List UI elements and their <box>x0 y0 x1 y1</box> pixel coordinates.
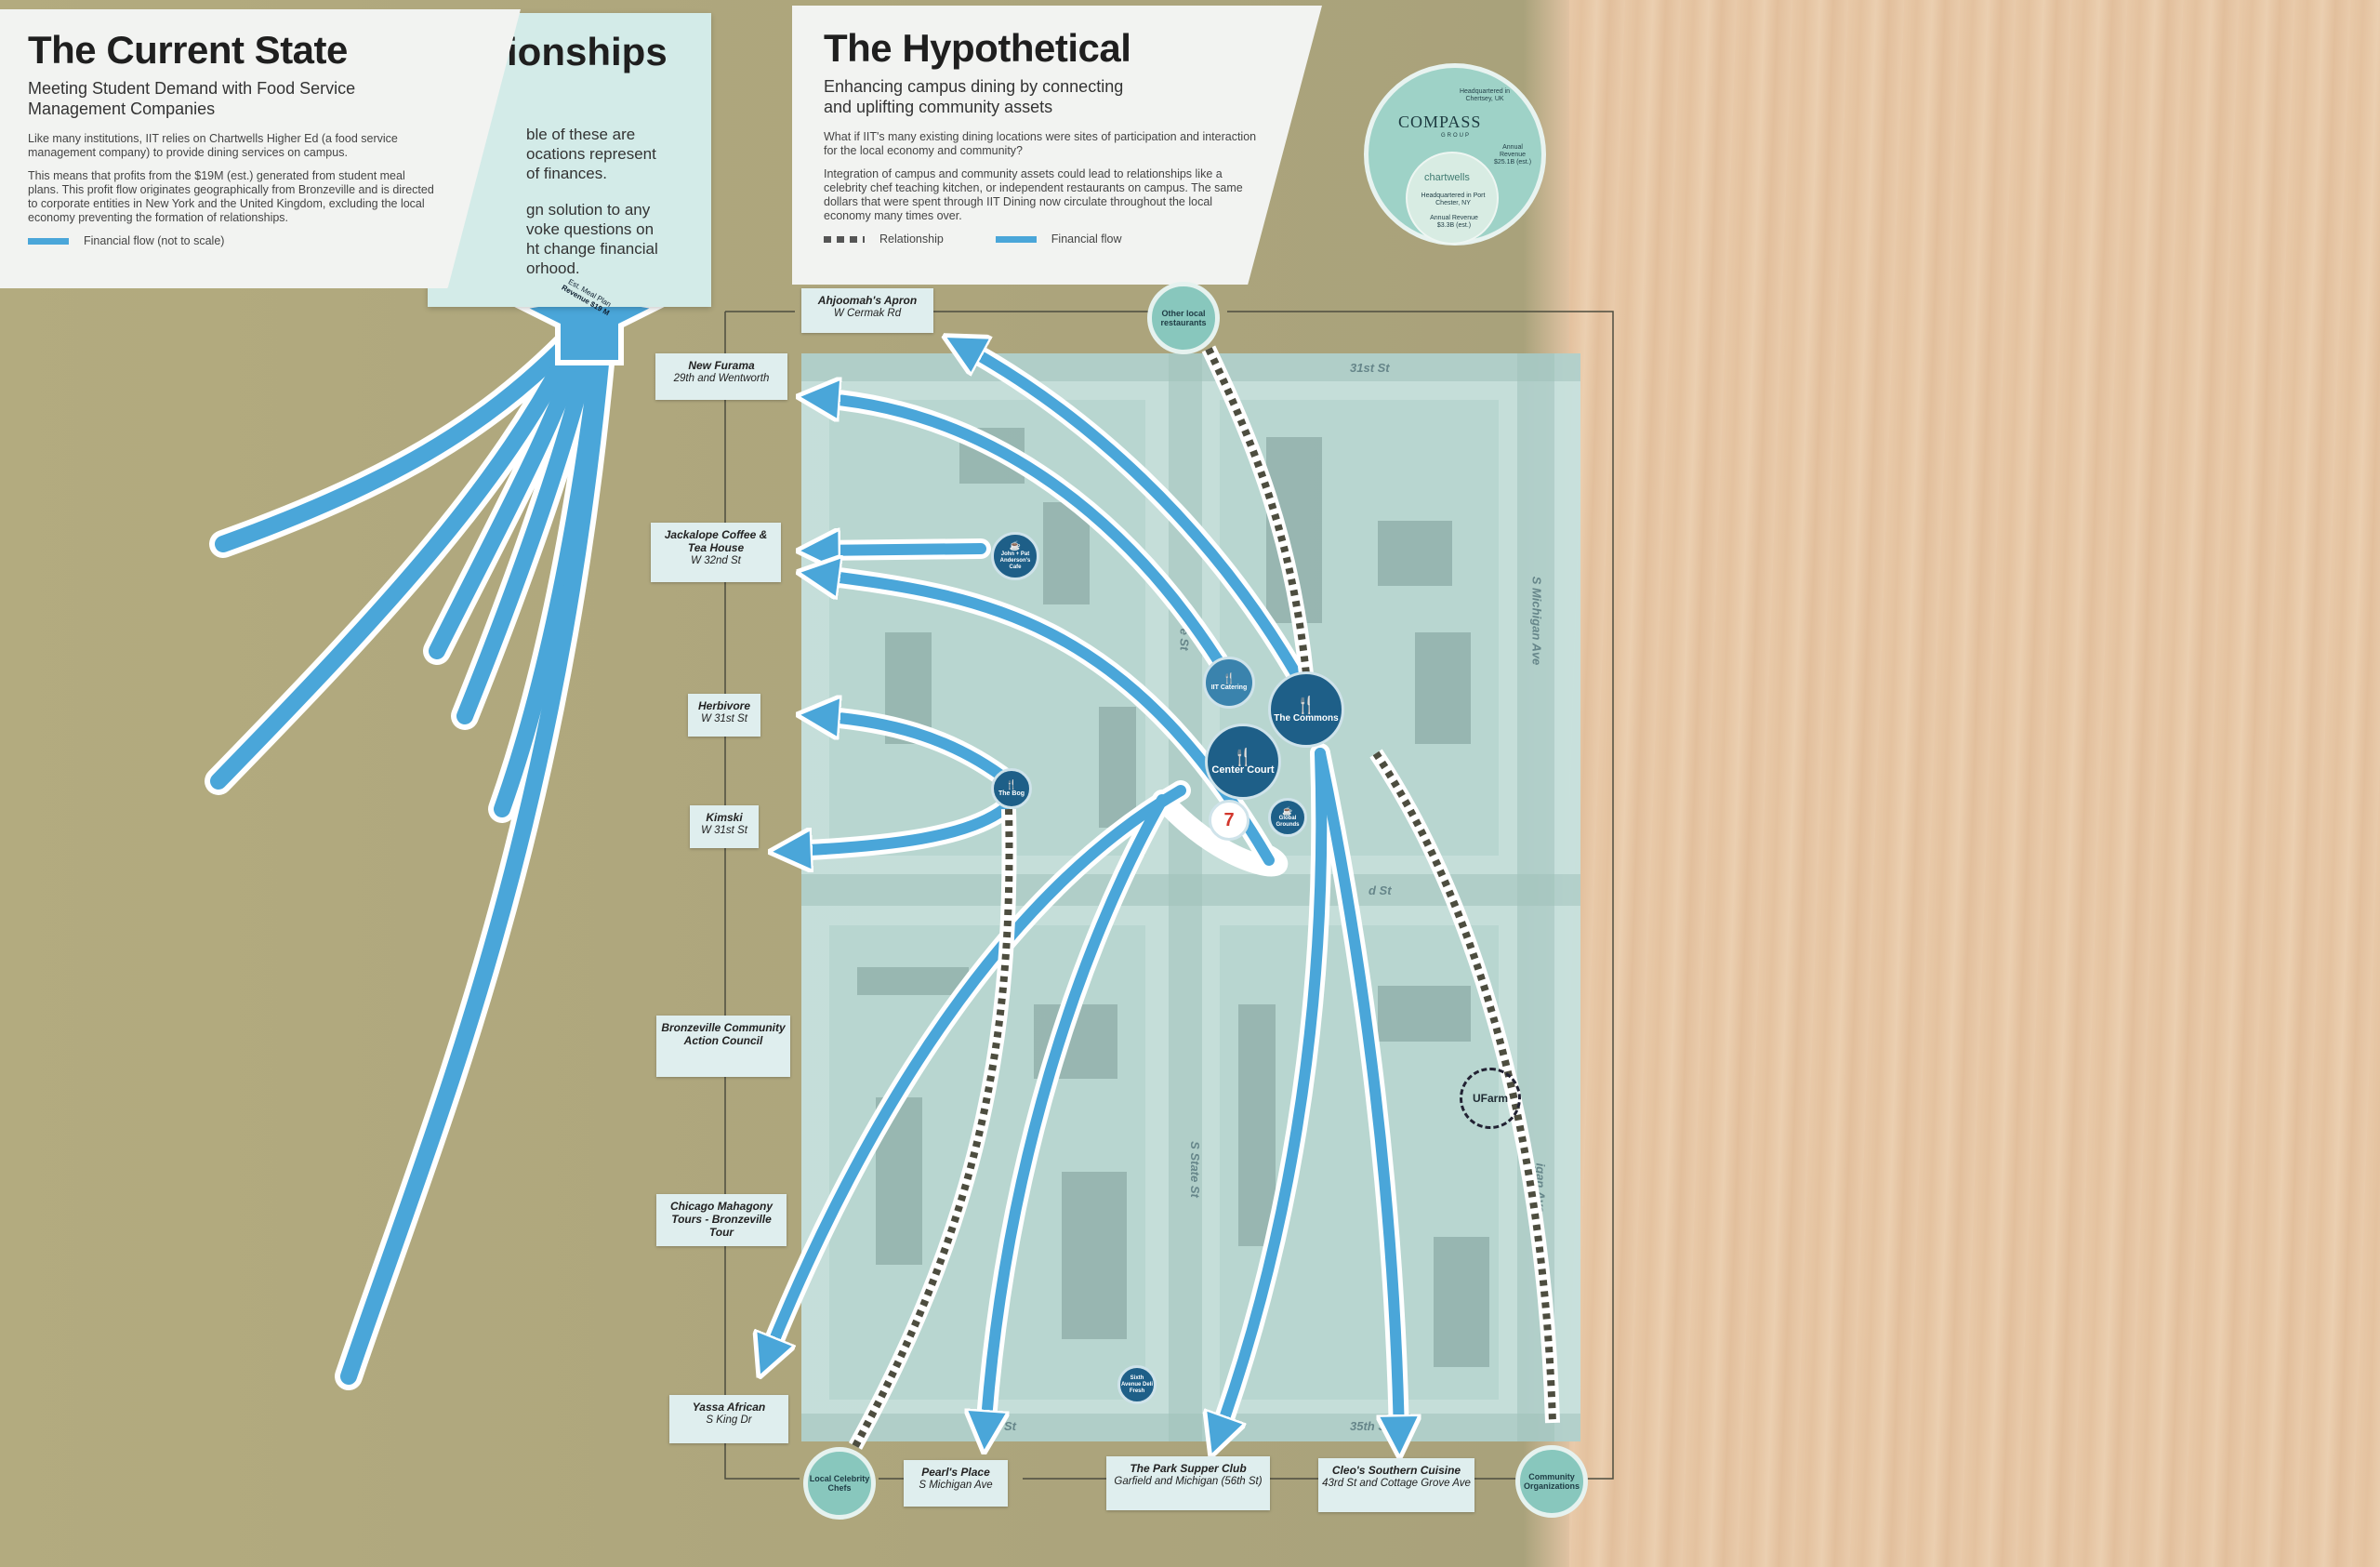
node-label: The Commons <box>1274 712 1339 724</box>
place-addr: W Cermak Rd <box>833 308 902 319</box>
legend-financial-label: Financial flow <box>1051 232 1122 246</box>
ufarm-circle: UFarm <box>1460 1068 1521 1129</box>
place-bronzeville-council: Bronzeville Community Action Council <box>656 1016 790 1077</box>
node-label: Sixth Avenue Deli Fresh <box>1120 1374 1154 1394</box>
fork-knife-icon: 🍴 <box>1295 695 1317 714</box>
fork-knife-icon: 🍴 <box>1232 747 1254 766</box>
current-state-title: The Current State <box>28 28 348 72</box>
place-addr: Garfield and Michigan (56th St) <box>1114 1476 1263 1487</box>
current-state-para2: This means that profits from the $19M (e… <box>28 169 434 224</box>
hypothetical-para1: What if IIT's many existing dining locat… <box>824 130 1257 157</box>
compass-revenue: Annual Revenue $25.1B (est.) <box>1493 144 1532 166</box>
node-label: Center Court <box>1211 764 1275 776</box>
coffee-icon: ☕ <box>1009 541 1022 551</box>
current-state-para1: Like many institutions, IIT relies on Ch… <box>28 132 398 159</box>
place-addr: W 32nd St <box>691 555 741 566</box>
place-name: Bronzeville Community Action Council <box>661 1021 786 1047</box>
relationships-line: ht change financial <box>526 240 658 258</box>
hypothetical-para2: Integration of campus and community asse… <box>824 167 1243 222</box>
relationships-text: ble of these are ocations represent of f… <box>526 125 712 278</box>
financial-flow-swatch <box>28 237 69 245</box>
place-mahagony-tours: Chicago Mahagony Tours - Bronzeville Tou… <box>656 1194 787 1246</box>
local-celebrity-chefs-circle: Local Celebrity Chefs <box>803 1447 876 1520</box>
fork-knife-icon: 🍴 <box>1005 779 1018 790</box>
street-31st: 31st St <box>1350 361 1390 375</box>
compass-group-badge: Headquartered in Chertsey, UK COMPASS GR… <box>1364 63 1546 246</box>
relationships-line: ocations represent <box>526 145 656 163</box>
place-name: Cleo's Southern Cuisine <box>1331 1464 1461 1477</box>
relationships-line: of finances. <box>526 165 607 182</box>
node-label: Global Grounds <box>1276 816 1300 828</box>
place-addr: 29th and Wentworth <box>673 373 770 384</box>
street-33rd: d St <box>1368 883 1392 897</box>
relationships-title: ionships <box>507 30 668 73</box>
the-commons-node: 🍴 The Commons <box>1268 671 1344 748</box>
node-label: IIT Catering <box>1210 684 1248 691</box>
south-avenue-node: Sixth Avenue Deli Fresh <box>1117 1365 1157 1404</box>
relationships-line: gn solution to any <box>526 201 651 219</box>
hypothetical-legend: Relationship Financial flow <box>824 232 1261 246</box>
place-name: Jackalope Coffee & Tea House <box>664 528 768 554</box>
place-name: The Park Supper Club <box>1130 1462 1247 1475</box>
wood-wall-right <box>1569 0 2380 1567</box>
node-label: John + Pat Anderson's Cafe <box>999 551 1031 570</box>
relationship-swatch <box>824 235 865 243</box>
iit-catering-node: 🍴 IIT Catering <box>1203 657 1255 709</box>
place-name: New Furama <box>688 359 755 372</box>
financial-flow-swatch <box>995 235 1037 243</box>
relationships-line: orhood. <box>526 259 580 277</box>
relationships-line: voke questions on <box>526 220 654 238</box>
compass-name: COMPASS <box>1398 113 1482 131</box>
cafe-node: ☕ John + Pat Anderson's Cafe <box>991 532 1039 580</box>
chartwells-revenue: Annual Revenue $3.3B (est.) <box>1430 215 1478 229</box>
chartwells-name: chartwells <box>1424 172 1470 183</box>
current-state-panel: The Current State Meeting Student Demand… <box>0 9 521 288</box>
place-addr: W 31st St <box>701 825 747 836</box>
place-addr: 43rd St and Cottage Grove Ave <box>1322 1478 1471 1489</box>
community-organizations-circle: Community Organizations <box>1515 1445 1588 1518</box>
place-addr: S Michigan Ave <box>919 1480 993 1491</box>
the-bog-node: 🍴 The Bog <box>991 768 1032 809</box>
place-addr: W 31st St <box>701 713 747 724</box>
legend-relationship-label: Relationship <box>879 232 944 246</box>
place-addr: S King Dr <box>706 1414 752 1426</box>
current-state-legend: Financial flow (not to scale) <box>28 234 437 247</box>
place-name: Kimski <box>706 811 743 824</box>
seven-eleven-logo-icon: 7 <box>1223 810 1235 830</box>
seven-eleven-node: 7 <box>1209 800 1250 841</box>
current-state-legend-label: Financial flow (not to scale) <box>84 234 225 247</box>
relationships-line: ble of these are <box>526 126 636 143</box>
place-name: Pearl's Place <box>921 1466 990 1479</box>
other-local-restaurants-circle: Other local restaurants <box>1147 282 1220 354</box>
hypothetical-subtitle: Enhancing campus dining by connecting an… <box>824 77 1124 116</box>
global-grounds-node: ☕ Global Grounds <box>1268 798 1307 837</box>
place-name: Ahjoomah's Apron <box>817 294 918 307</box>
hypothetical-panel: The Hypothetical Enhancing campus dining… <box>792 6 1322 285</box>
coffee-icon: ☕ <box>1282 806 1293 816</box>
place-name: Chicago Mahagony Tours - Bronzeville Tou… <box>669 1200 773 1239</box>
node-label: The Bog <box>998 790 1025 797</box>
hypothetical-title: The Hypothetical <box>824 26 1131 70</box>
compass-hq: Headquartered in Chertsey, UK <box>1459 88 1511 102</box>
current-state-subtitle: Meeting Student Demand with Food Service… <box>28 79 356 118</box>
center-court-node: 🍴 Center Court <box>1205 724 1281 800</box>
place-name: Yassa African <box>692 1401 766 1414</box>
place-name: Herbivore <box>697 699 751 712</box>
chartwells-badge: chartwells Headquartered in Port Chester… <box>1406 152 1499 245</box>
chartwells-hq: Headquartered in Port Chester, NY <box>1421 193 1486 206</box>
compass-group: GROUP <box>1441 133 1472 139</box>
fork-knife-icon: 🍴 <box>1223 673 1236 684</box>
